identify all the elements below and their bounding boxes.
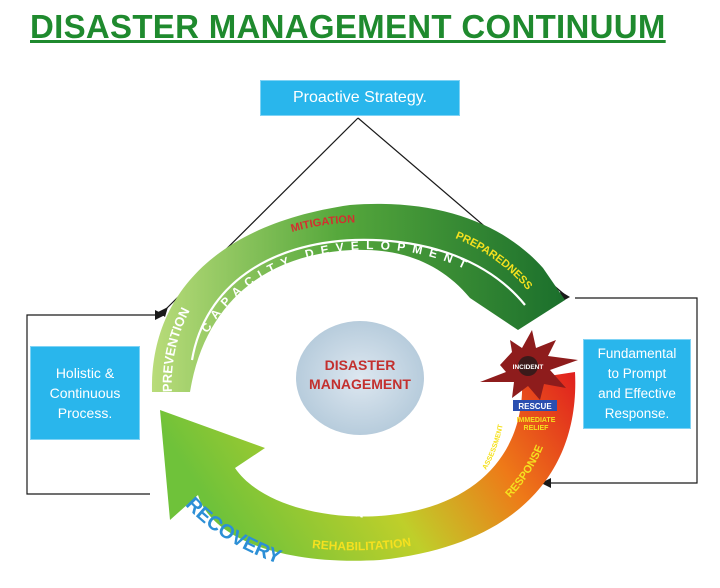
line-right-loop [548,297,698,484]
upper-cycle-arrow [151,203,565,392]
center-ellipse [296,321,424,435]
fundamental-line-3: and Effective [598,386,676,401]
fundamental-line-4: Response. [604,406,670,421]
rescue-label: RESCUE [518,402,552,411]
fundamental-response-box: Fundamental to Prompt and Effective Resp… [583,339,691,429]
rescue-tag [513,400,557,411]
center-label-line-2: MANAGEMENT [309,376,411,392]
fundamental-line-2: to Prompt [607,366,667,381]
incident-label: INCIDENT [513,364,544,371]
fundamental-line-1: Fundamental [597,346,677,361]
incident-core [518,356,538,376]
arrowhead-left-loop [155,310,165,320]
holistic-line-3: Process. [57,405,113,421]
capacity-band [190,238,526,361]
arrowhead-prevention [158,307,168,317]
lower-cycle-arrow [160,372,576,561]
center-label-line-1: DISASTER [325,357,396,373]
holistic-line-1: Holistic & [55,365,115,381]
holistic-line-2: Continuous [49,385,121,401]
page-title: DISASTER MANAGEMENT CONTINUUM [30,8,666,45]
proactive-strategy-text: Proactive Strategy. [293,89,427,106]
holistic-process-box: Holistic & Continuous Process. [30,346,140,440]
immediate-relief-line-2: RELIEF [524,425,550,432]
line-left-loop [26,314,158,495]
arrowhead-right-loop [541,478,551,488]
rehabilitation-label: REHABILITATION [312,535,412,553]
immediate-relief-line-1: IMMEDIATE [517,417,556,424]
proactive-strategy-box: Proactive Strategy. [260,80,460,116]
